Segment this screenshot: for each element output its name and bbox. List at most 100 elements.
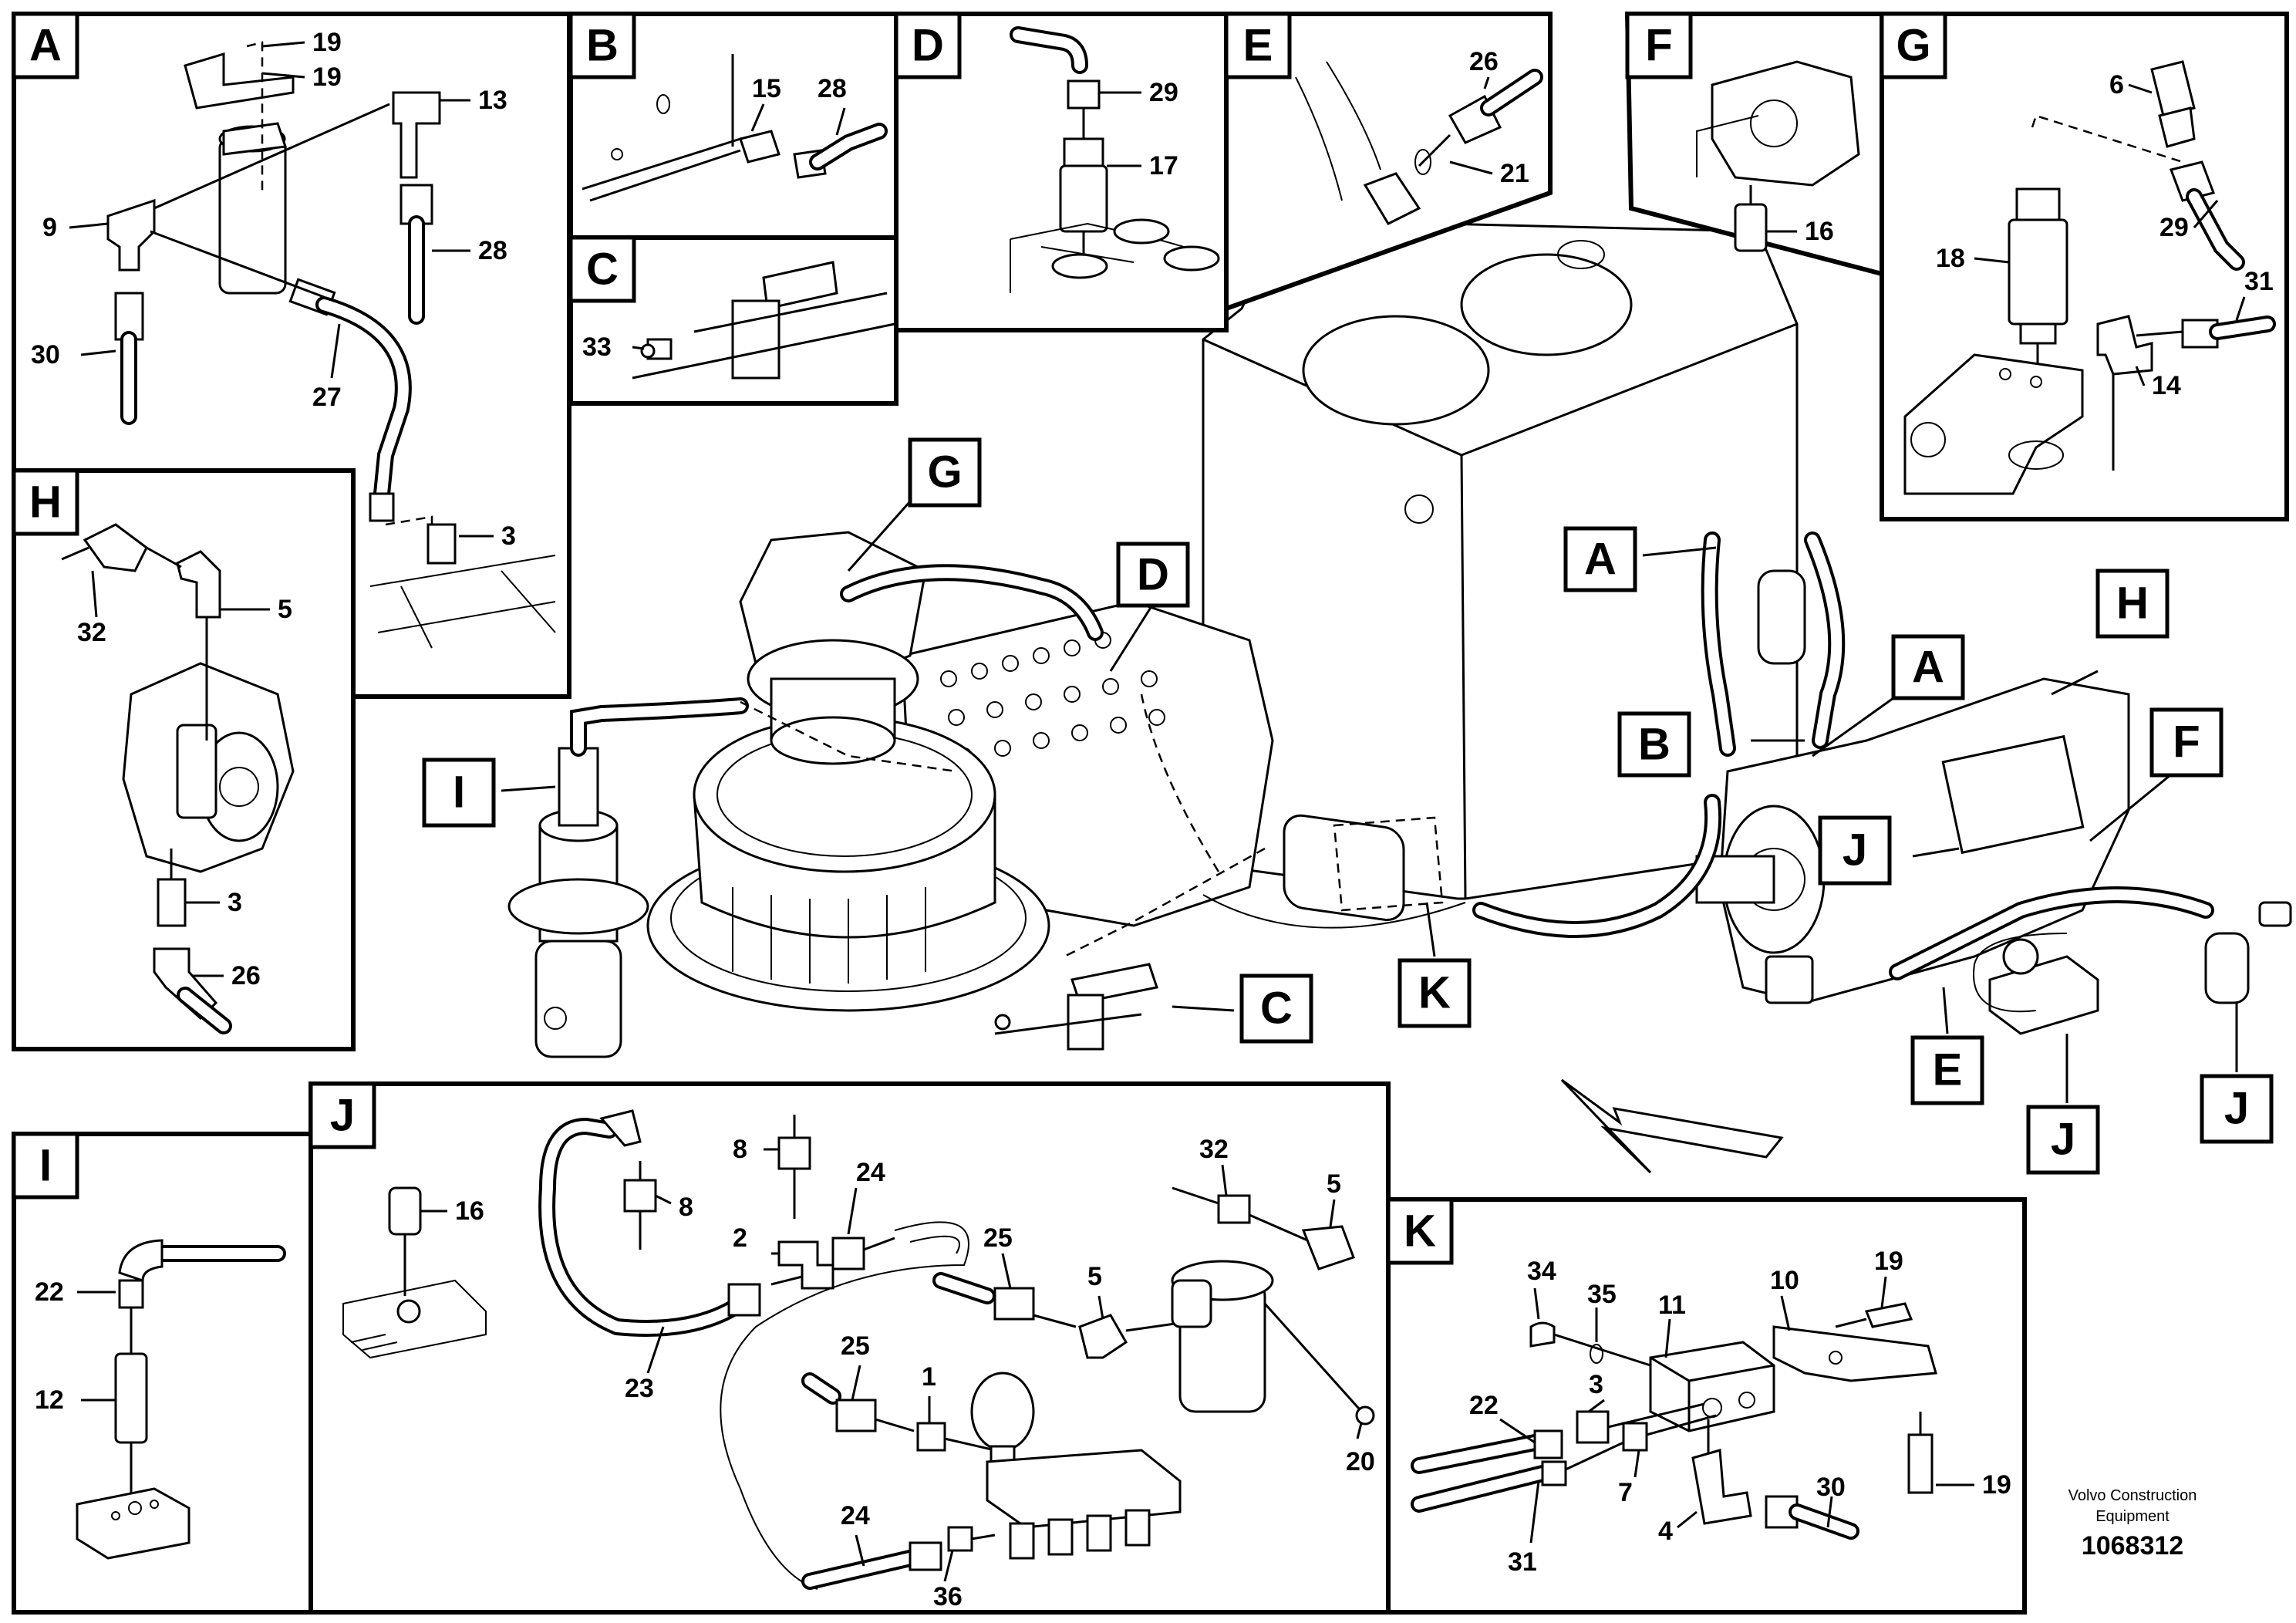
panel-e: E 26 21 <box>1224 12 1553 312</box>
callout-a2[interactable]: A <box>1891 634 1965 700</box>
part-7: 7 <box>1618 1478 1633 1507</box>
panel-k-label: K <box>1404 1206 1436 1257</box>
part-22: 22 <box>1469 1391 1499 1420</box>
callout-f[interactable]: F <box>2149 707 2224 778</box>
part-5: 5 <box>1087 1262 1102 1291</box>
part-25: 25 <box>983 1223 1013 1253</box>
part-30: 30 <box>1816 1473 1846 1502</box>
part-24: 24 <box>856 1158 885 1187</box>
part-29: 29 <box>2159 213 2189 242</box>
part-26: 26 <box>1469 47 1499 76</box>
callout-e[interactable]: E <box>1910 1035 1984 1105</box>
part-9: 9 <box>42 213 57 242</box>
part-19: 19 <box>1874 1247 1903 1276</box>
part-28: 28 <box>478 236 507 265</box>
part-19: 19 <box>312 62 342 92</box>
svg-text:E: E <box>1933 1045 1963 1095</box>
part-27: 27 <box>312 383 342 412</box>
main-pump <box>1695 677 2130 1004</box>
swing-motor <box>739 531 927 765</box>
panel-j: J <box>308 1081 1391 1615</box>
part-5: 5 <box>278 595 292 624</box>
part-31: 31 <box>2244 267 2274 296</box>
company-name: Volvo Construction <box>2068 1487 2197 1504</box>
callout-c[interactable]: C <box>1239 973 1313 1044</box>
panel-f-label: F <box>1645 21 1672 71</box>
panel-c-label: C <box>586 245 619 295</box>
part-2: 2 <box>733 1223 747 1253</box>
part-34: 34 <box>1527 1257 1556 1286</box>
part-8: 8 <box>679 1193 693 1222</box>
part-4: 4 <box>1658 1517 1673 1546</box>
company-name-line2: Equipment <box>2095 1508 2170 1525</box>
part-17: 17 <box>1149 151 1178 181</box>
swing-ring <box>646 716 1050 1012</box>
part-32: 32 <box>77 618 106 647</box>
panel-d-label: D <box>912 21 944 71</box>
part-30: 30 <box>31 340 60 369</box>
part-22: 22 <box>35 1277 64 1307</box>
part-8: 8 <box>733 1135 747 1164</box>
part-18: 18 <box>1936 244 1965 273</box>
part-14: 14 <box>2152 371 2181 400</box>
part-21: 21 <box>1500 159 1529 188</box>
callout-h[interactable]: H <box>2095 569 2170 639</box>
panel-e-label: E <box>1243 21 1273 71</box>
part-33: 33 <box>582 332 612 362</box>
part-36: 36 <box>933 1582 963 1611</box>
callout-b[interactable]: B <box>1617 711 1691 778</box>
callout-k[interactable]: K <box>1397 958 1472 1028</box>
main-assembly <box>507 218 2292 1174</box>
main-hoses <box>840 531 2214 1013</box>
panel-b: B 15 28 <box>568 12 899 240</box>
part-26: 26 <box>231 961 261 990</box>
svg-text:F: F <box>2173 717 2200 768</box>
part-28: 28 <box>818 74 847 103</box>
panel-h: H 32 5 3 26 <box>12 468 356 1051</box>
svg-text:D: D <box>1137 550 1169 600</box>
part-5: 5 <box>1327 1169 1341 1199</box>
part-3: 3 <box>1589 1370 1603 1399</box>
svg-text:H: H <box>2116 579 2149 629</box>
svg-text:I: I <box>453 768 465 818</box>
panel-k: K <box>1386 1197 2027 1615</box>
direction-arrow <box>1560 1078 1784 1174</box>
part-10: 10 <box>1770 1266 1799 1295</box>
part-24: 24 <box>841 1501 870 1530</box>
callout-a[interactable]: A <box>1563 526 1637 592</box>
c-clamp-mini <box>994 963 1158 1051</box>
part-13: 13 <box>478 86 507 115</box>
callout-j3[interactable]: J <box>2200 1074 2274 1144</box>
part-19: 19 <box>1982 1470 2011 1500</box>
footer: Volvo Construction Equipment 1068312 <box>2068 1487 2197 1561</box>
svg-text:A: A <box>1584 535 1617 585</box>
panel-b-label: B <box>586 21 619 71</box>
callout-i[interactable]: I <box>422 758 496 828</box>
callout-j1[interactable]: J <box>1818 815 1892 886</box>
part-19: 19 <box>312 28 342 57</box>
svg-text:G: G <box>927 447 962 498</box>
svg-text:B: B <box>1638 720 1671 770</box>
part-16: 16 <box>1805 217 1834 246</box>
part-23: 23 <box>625 1374 654 1403</box>
part-15: 15 <box>752 74 781 103</box>
callout-g[interactable]: G <box>908 437 982 508</box>
svg-text:K: K <box>1418 968 1451 1018</box>
callout-j2[interactable]: J <box>2026 1105 2100 1175</box>
panel-h-label: H <box>29 477 62 528</box>
callout-d[interactable]: D <box>1116 542 1190 608</box>
panel-i: I 22 12 <box>12 1132 313 1615</box>
svg-text:C: C <box>1260 984 1293 1034</box>
svg-text:A: A <box>1912 643 1944 693</box>
part-25: 25 <box>841 1331 870 1361</box>
part-11: 11 <box>1658 1291 1686 1320</box>
manifold-block <box>1988 938 2099 1035</box>
panel-g-label: G <box>1896 21 1930 71</box>
swivel-joint <box>507 697 749 1058</box>
part-3: 3 <box>501 521 516 551</box>
part-3: 3 <box>228 888 242 917</box>
part-35: 35 <box>1587 1280 1617 1309</box>
panel-d: D 29 17 <box>894 12 1229 332</box>
svg-text:J: J <box>1843 825 1867 876</box>
svg-text:J: J <box>2051 1115 2075 1165</box>
